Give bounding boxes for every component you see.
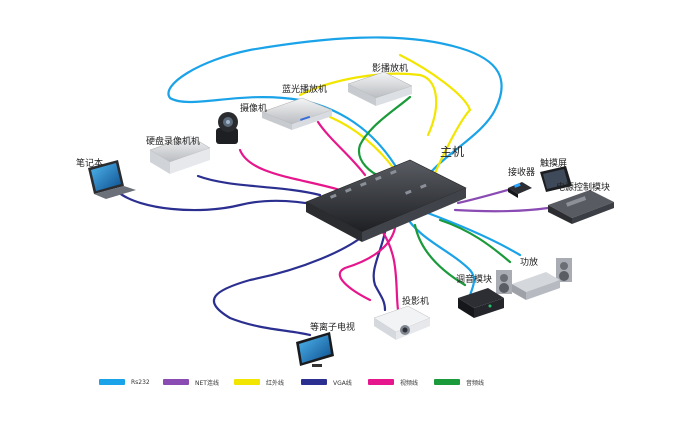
legend-item-audio: 音频线 bbox=[434, 376, 484, 388]
laptop-device bbox=[88, 160, 136, 199]
legend-label: 红外线 bbox=[266, 379, 285, 387]
legend-item-vga: VGA线 bbox=[301, 376, 352, 388]
cables bbox=[116, 36, 550, 337]
cable-net-receiver bbox=[456, 186, 517, 205]
legend-swatch bbox=[99, 379, 125, 385]
projector-label: 投影机 bbox=[402, 297, 430, 307]
amplifier-label: 功放 bbox=[520, 258, 539, 268]
cable-ir-bluray2 bbox=[298, 72, 438, 137]
host-label: 主机 bbox=[440, 145, 465, 159]
cable-vga-tv bbox=[212, 228, 372, 337]
camera-label: 摄像机 bbox=[240, 104, 268, 114]
cable-rs232-top-loop bbox=[167, 36, 503, 192]
camera-device bbox=[216, 112, 238, 144]
legend-swatch bbox=[234, 379, 260, 385]
cable-vga-projector bbox=[372, 230, 387, 312]
dvd-device bbox=[347, 71, 413, 106]
cable-net-power bbox=[453, 206, 550, 213]
host-device bbox=[305, 159, 467, 242]
legend-swatch bbox=[301, 379, 327, 385]
power-module-device bbox=[548, 190, 614, 224]
legend-item-net: NET连线 bbox=[163, 376, 219, 388]
receiver-device bbox=[508, 182, 532, 198]
plasma-tv-device bbox=[296, 332, 334, 367]
touchscreen-label: 触摸屏 bbox=[540, 159, 568, 169]
plasma-tv-label: 等离子电视 bbox=[310, 323, 356, 333]
legend-label: 音频线 bbox=[466, 379, 485, 387]
cable-rs232-amp bbox=[423, 210, 522, 257]
legend-item-rs232: Rs232 bbox=[99, 376, 150, 388]
cable-video-projector bbox=[338, 226, 397, 302]
legend-label: VGA线 bbox=[333, 379, 352, 387]
cable-audio-tuner bbox=[413, 223, 467, 287]
cable-video-bluray bbox=[316, 120, 367, 177]
receiver-label: 接收器 bbox=[508, 168, 536, 178]
touchscreen-device bbox=[540, 166, 572, 192]
cable-video-camera bbox=[238, 148, 342, 192]
cable-vga-dvr bbox=[196, 174, 322, 197]
dvd-label: 影播放机 bbox=[372, 64, 409, 74]
legend-label: 视频线 bbox=[400, 379, 419, 387]
tuner-label: 调音模块 bbox=[456, 275, 493, 285]
amplifier-device bbox=[496, 258, 572, 300]
legend-item-ir: 红外线 bbox=[234, 376, 284, 388]
dvr-device bbox=[149, 135, 211, 174]
dvr-label: 硬盘录像机机 bbox=[146, 137, 201, 147]
projector-device bbox=[373, 305, 431, 340]
cable-ir-bluray bbox=[328, 115, 397, 172]
cable-audio-amp bbox=[438, 218, 512, 264]
power-module-label: 电源控制模块 bbox=[556, 183, 611, 193]
cable-audio-dvd bbox=[357, 95, 412, 182]
legend-swatch bbox=[368, 379, 394, 385]
bluray-label: 蓝光播放机 bbox=[282, 85, 328, 95]
legend-label: Rs232 bbox=[131, 378, 150, 386]
bluray-device bbox=[261, 97, 333, 130]
cable-video-proj2 bbox=[378, 226, 400, 312]
tuner-device bbox=[458, 288, 504, 318]
laptop-label: 笔记本 bbox=[76, 159, 104, 169]
legend-item-video: 视频线 bbox=[368, 376, 418, 388]
cable-ir-dvd bbox=[398, 53, 472, 187]
legend-swatch bbox=[163, 379, 189, 385]
cable-rs232-projector bbox=[403, 213, 476, 302]
legend-swatch bbox=[434, 379, 460, 385]
legend-label: NET连线 bbox=[195, 379, 219, 387]
